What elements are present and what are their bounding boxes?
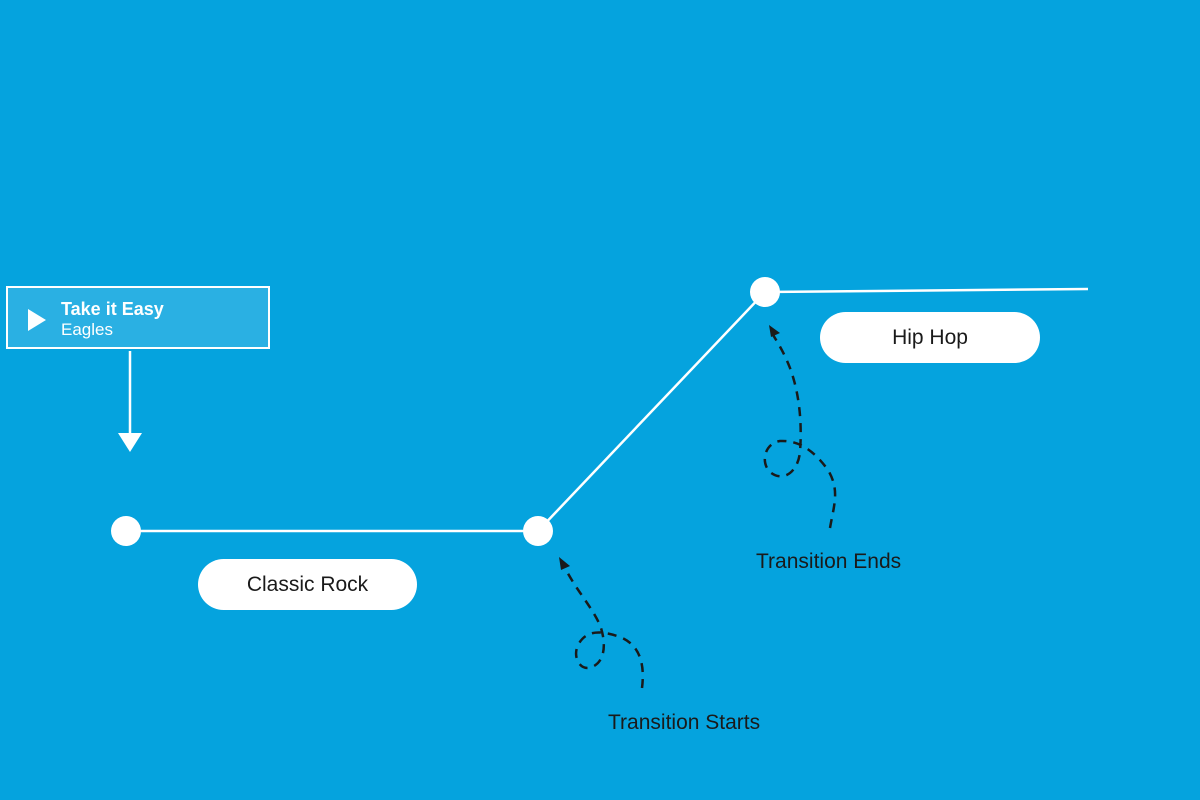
dashed-arrow-transition-end <box>763 332 837 529</box>
pointer-arrow-head <box>118 433 142 452</box>
node-transition-end[interactable] <box>750 277 780 307</box>
annotation-transition-ends: Transition Ends <box>756 550 902 573</box>
annotation-transition-starts: Transition Starts <box>608 711 761 734</box>
play-icon[interactable] <box>28 309 46 331</box>
node-transition-start[interactable] <box>523 516 553 546</box>
now-playing-card[interactable]: Take it Easy Eagles <box>6 286 270 349</box>
track-artist: Eagles <box>61 320 113 339</box>
dashed-arrow-head-start <box>559 557 570 570</box>
genre-label-classic-rock: Classic Rock <box>198 559 417 610</box>
node-start[interactable] <box>111 516 141 546</box>
dashed-arrow-head-end <box>769 325 780 337</box>
track-title: Take it Easy <box>61 299 164 319</box>
genre-label-hip-hop: Hip Hop <box>820 312 1040 363</box>
dashed-arrow-transition-start <box>562 565 644 689</box>
timeline-path <box>126 287 1089 533</box>
